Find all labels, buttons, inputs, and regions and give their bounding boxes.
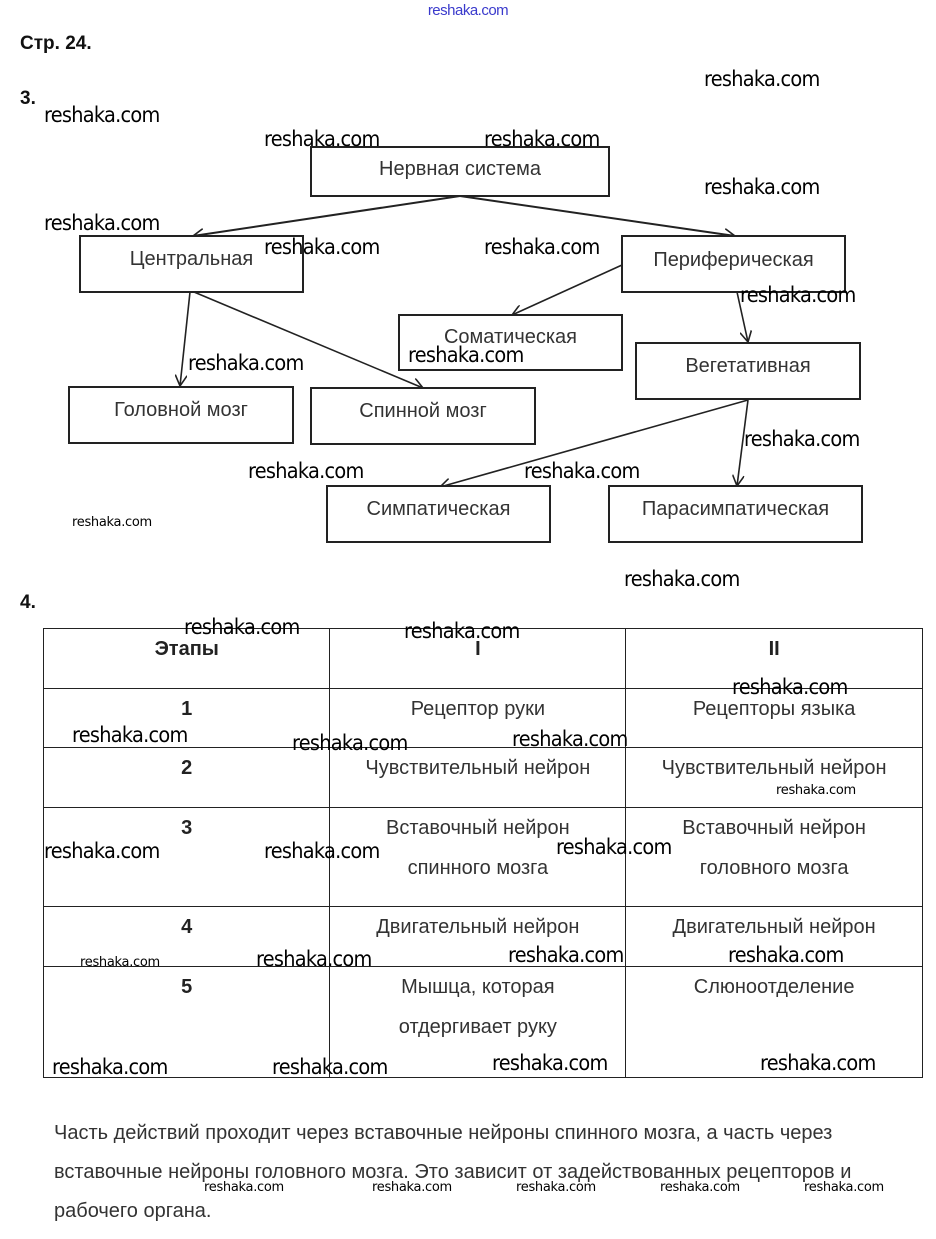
- watermark: reshaka.com: [408, 343, 524, 367]
- node-brain: Головной мозг: [68, 386, 294, 444]
- watermark: reshaka.com: [44, 103, 160, 127]
- watermark: reshaka.com: [264, 127, 380, 151]
- node-sympathetic: Симпатическая: [326, 485, 551, 543]
- node-vegetative: Вегетативная: [635, 342, 861, 400]
- node-spinal-cord: Спинной мозг: [310, 387, 536, 445]
- watermark: reshaka.com: [660, 1180, 740, 1195]
- watermark: reshaka.com: [204, 1180, 284, 1195]
- table-row: 2 Чувствительный нейрон Чувствительный н…: [42, 747, 923, 808]
- watermark: reshaka.com: [516, 1180, 596, 1195]
- table-row: 3 Вставочный нейрон спинного мозга Встав…: [42, 807, 923, 907]
- conclusion-text: Часть действий проходит через вставочные…: [54, 1122, 852, 1222]
- cell: Чувствительный нейрон: [625, 747, 923, 808]
- watermark: reshaka.com: [44, 211, 160, 235]
- node-label: Вегетативная: [685, 355, 811, 377]
- table-row: 5 Мышца, которая отдергивает руку Слюноо…: [42, 966, 923, 1078]
- watermark: reshaka.com: [524, 459, 640, 483]
- node-somatic: Соматическая: [398, 314, 623, 371]
- watermark: reshaka.com: [624, 567, 740, 591]
- node-label: Спинной мозг: [359, 400, 487, 422]
- watermark: reshaka.com: [264, 235, 380, 259]
- watermark: reshaka.com: [744, 427, 860, 451]
- cell: Мышца, которая отдергивает руку: [329, 966, 627, 1078]
- header-cell: II: [625, 628, 923, 689]
- stage-cell: 2: [42, 747, 331, 808]
- node-nervous-system: Нервная система: [310, 146, 610, 197]
- arrow-root-central: [193, 195, 461, 236]
- node-label: Периферическая: [653, 249, 814, 271]
- arrow-central-brain: [180, 291, 191, 386]
- watermark: reshaka.com: [776, 783, 856, 798]
- watermark: reshaka.com: [292, 731, 408, 755]
- watermark: reshaka.com: [272, 1055, 388, 1079]
- top-watermark: reshaka.com: [427, 2, 509, 19]
- table-row: 1 Рецептор руки Рецепторы языка: [42, 688, 923, 748]
- watermark: reshaka.com: [256, 947, 372, 971]
- table-row: 4 Двигательный нейрон Двигательный нейро…: [42, 906, 923, 967]
- watermark: reshaka.com: [80, 955, 160, 970]
- watermark: reshaka.com: [52, 1055, 168, 1079]
- task-4-number: 4.: [20, 592, 36, 613]
- watermark: reshaka.com: [728, 943, 844, 967]
- watermark: reshaka.com: [72, 723, 188, 747]
- arrow-peripheral-vegetative: [736, 291, 748, 342]
- node-label: Нервная система: [379, 158, 541, 180]
- watermark: reshaka.com: [704, 175, 820, 199]
- watermark: reshaka.com: [740, 283, 856, 307]
- node-peripheral: Периферическая: [621, 235, 846, 293]
- watermark: reshaka.com: [72, 515, 152, 530]
- cell: Вставочный нейрон спинного мозга: [329, 807, 627, 907]
- diagram-arrows: [0, 195, 936, 560]
- watermark: reshaka.com: [732, 675, 848, 699]
- arrow-vegetative-sympathetic: [440, 399, 749, 487]
- node-parasympathetic: Парасимпатическая: [608, 485, 863, 543]
- watermark: reshaka.com: [404, 619, 520, 643]
- cell: Рецепторы языка: [625, 688, 923, 748]
- watermark: reshaka.com: [512, 727, 628, 751]
- watermark: reshaka.com: [188, 351, 304, 375]
- header-cell: Этапы: [42, 628, 331, 689]
- stage-cell: 1: [42, 688, 331, 748]
- cell: Двигательный нейрон: [625, 906, 923, 967]
- watermark: reshaka.com: [484, 127, 600, 151]
- node-label: Соматическая: [443, 326, 578, 348]
- watermark: reshaka.com: [372, 1180, 452, 1195]
- watermark: reshaka.com: [556, 835, 672, 859]
- node-label: Головной мозг: [114, 399, 248, 421]
- node-label: Центральная: [129, 248, 254, 270]
- watermark: reshaka.com: [804, 1180, 884, 1195]
- watermark: reshaka.com: [484, 235, 600, 259]
- cell: Слюноотделение: [625, 966, 923, 1078]
- watermark: reshaka.com: [508, 943, 624, 967]
- node-label: Парасимпатическая: [641, 498, 830, 520]
- watermark: reshaka.com: [492, 1051, 608, 1075]
- watermark: reshaka.com: [248, 459, 364, 483]
- cell: Рецептор руки: [329, 688, 627, 748]
- arrow-central-spinal: [193, 291, 423, 388]
- arrow-vegetative-parasympathetic: [737, 399, 749, 486]
- arrow-peripheral-somatic: [512, 264, 623, 315]
- watermark: reshaka.com: [760, 1051, 876, 1075]
- stages-table: Этапы I II 1 Рецептор руки Рецепторы язы…: [42, 628, 923, 1078]
- arrow-root-peripheral: [459, 195, 735, 236]
- node-label: Симпатическая: [366, 498, 511, 520]
- cell: Вставочный нейрон головного мозга: [625, 807, 923, 907]
- page-label: Стр. 24.: [20, 33, 92, 54]
- watermark: reshaka.com: [264, 839, 380, 863]
- watermark: reshaka.com: [704, 67, 820, 91]
- stage-cell: 5: [42, 966, 331, 1078]
- stage-cell: 3: [42, 807, 331, 907]
- task-3-number: 3.: [20, 88, 36, 109]
- node-central: Центральная: [79, 235, 304, 293]
- watermark: reshaka.com: [44, 839, 160, 863]
- cell: Двигательный нейрон: [329, 906, 627, 967]
- watermark: reshaka.com: [184, 615, 300, 639]
- cell: Чувствительный нейрон: [329, 747, 627, 808]
